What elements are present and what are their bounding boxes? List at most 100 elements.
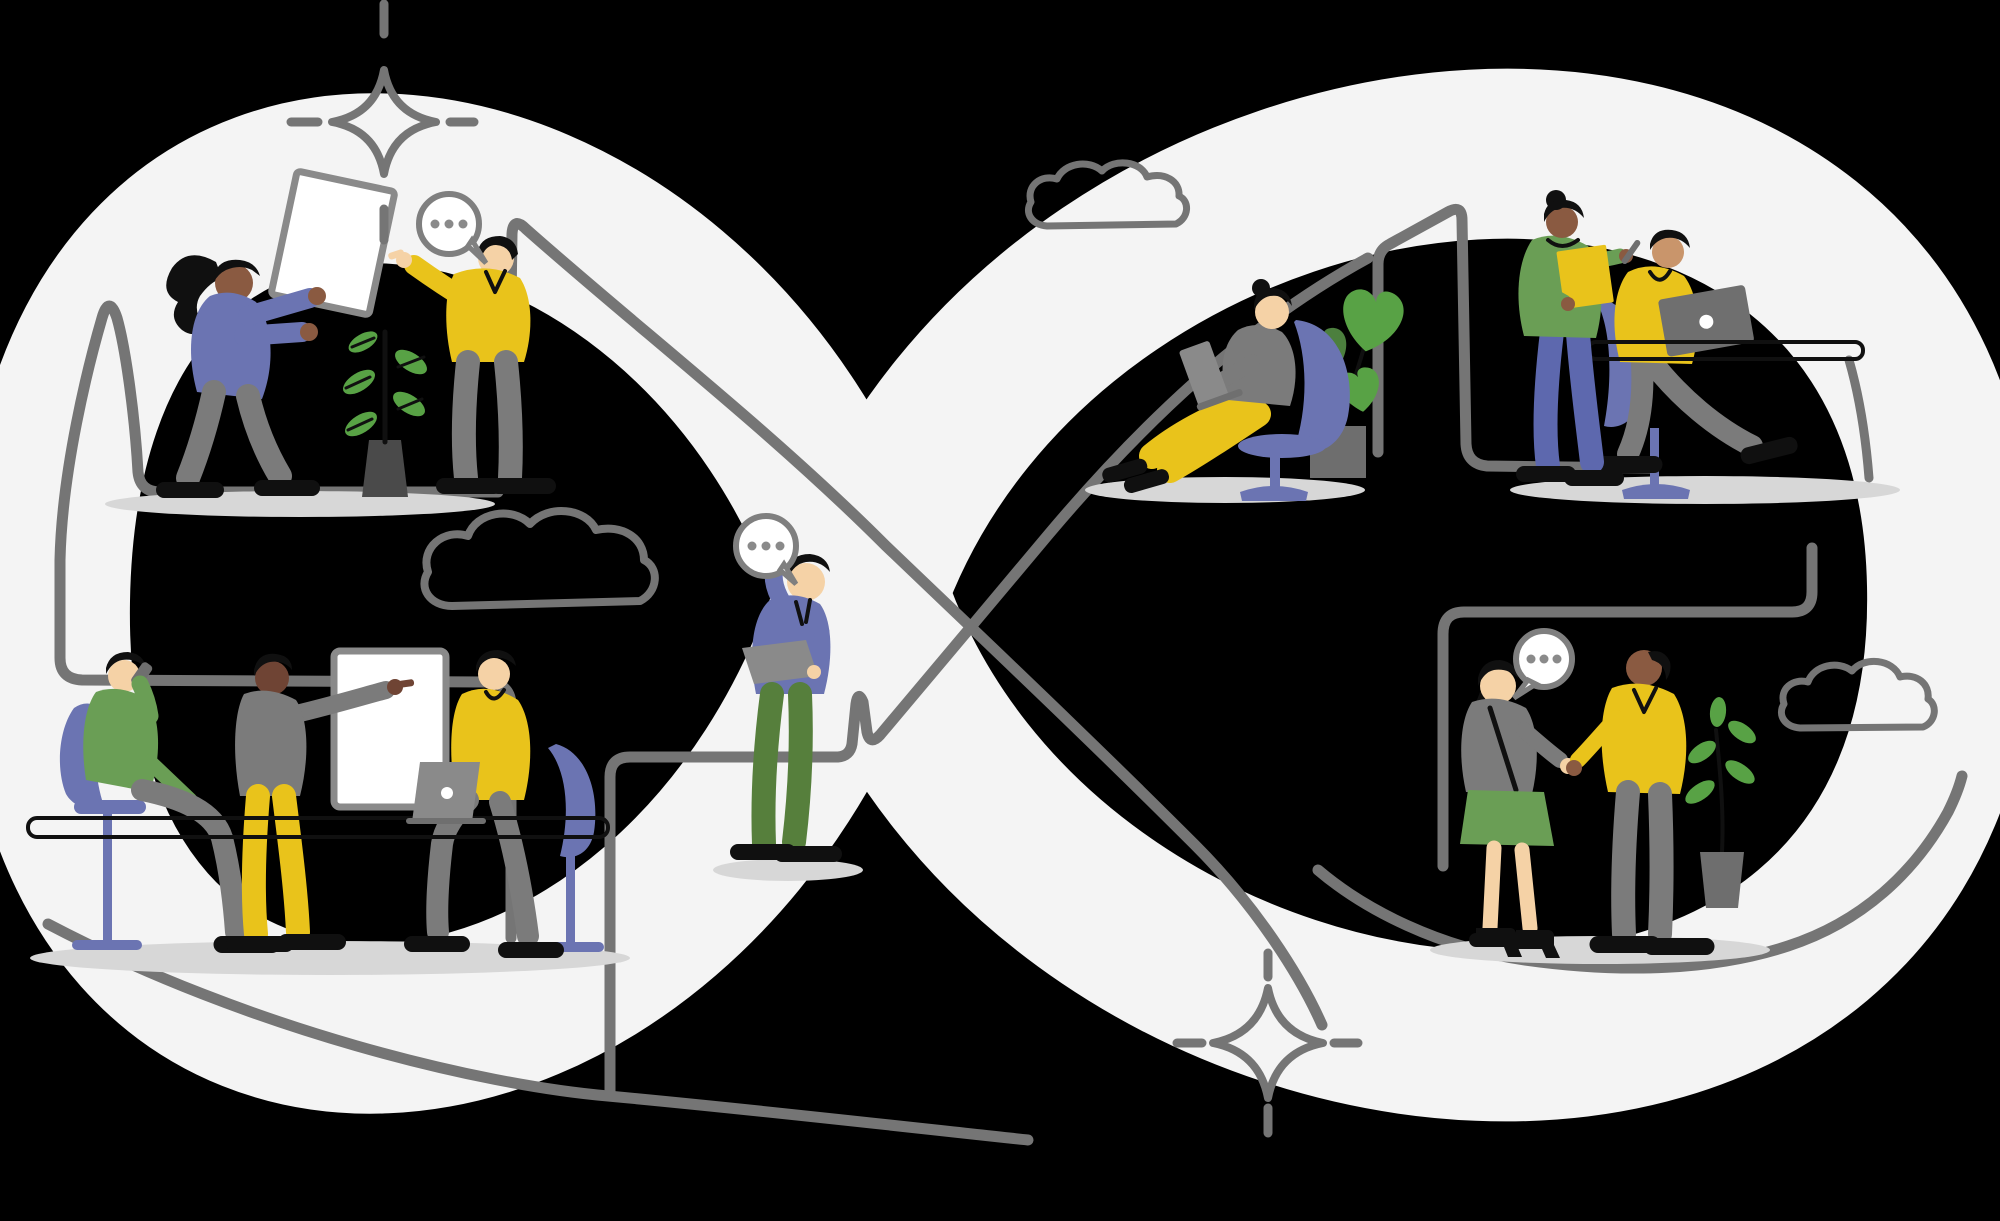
hand	[807, 665, 821, 679]
legs	[1482, 840, 1538, 936]
chair-back	[548, 744, 596, 858]
shoe	[1740, 436, 1798, 465]
boots	[1469, 927, 1560, 958]
hair-bun	[1252, 279, 1270, 297]
legs	[1617, 351, 1763, 465]
cloud-icon	[1024, 159, 1190, 230]
laptop-base	[1196, 389, 1243, 411]
laptop-base	[406, 818, 486, 824]
head	[255, 661, 289, 695]
torso	[235, 690, 307, 796]
torso	[1601, 683, 1687, 794]
sparkle-dashes	[286, 0, 479, 245]
shoes	[436, 478, 556, 494]
leaf-veins	[344, 336, 426, 432]
journey-line-pod-frame	[1437, 542, 1818, 872]
conference-table	[26, 816, 610, 839]
legs	[1611, 780, 1674, 946]
speech-bubble-icon	[416, 191, 489, 265]
plant-pot	[362, 440, 408, 497]
bubble-dot	[761, 541, 771, 551]
chair-seat	[74, 800, 146, 814]
person-in-lounge-chair	[1102, 279, 1296, 493]
journey-line-rail-zigzag	[604, 252, 1374, 1100]
journey-line-bottom-right-swoosh	[1312, 770, 1968, 974]
head	[787, 563, 825, 601]
journey-line-left-spike-floor	[54, 300, 517, 944]
cloud-icon	[1777, 657, 1938, 732]
scene-focus-work	[1085, 279, 1404, 503]
skirt	[1460, 790, 1554, 846]
laptop-screen	[1179, 341, 1229, 407]
infinity-ribbon	[0, 68, 2000, 1122]
collar	[484, 688, 506, 701]
laptop-icon	[406, 762, 486, 824]
head	[478, 240, 514, 276]
legs	[751, 682, 813, 856]
laptop-icon	[1179, 341, 1243, 411]
scene-board-review	[105, 168, 556, 517]
legs	[1533, 320, 1604, 478]
presenter	[226, 653, 415, 952]
leaf	[1725, 760, 1755, 784]
laptop-icon	[742, 640, 818, 684]
leaf	[1709, 697, 1727, 727]
leaf	[1688, 740, 1716, 764]
heart-leaf	[1343, 289, 1404, 352]
plant-stem	[1714, 728, 1725, 854]
clouds	[420, 159, 1938, 732]
leaf	[1728, 720, 1756, 744]
collar	[484, 269, 507, 294]
speech-bubble-tail	[464, 235, 489, 265]
sparkle-icon	[1172, 948, 1363, 1138]
hand	[1561, 297, 1575, 311]
shoes	[226, 934, 346, 952]
arm	[1570, 710, 1624, 768]
pointing-arm	[287, 681, 395, 723]
journey-line	[42, 203, 1968, 1146]
bubble-dot	[1539, 654, 1549, 664]
head	[1546, 206, 1578, 238]
hair	[1648, 651, 1671, 680]
poster-board	[268, 168, 398, 318]
collar	[794, 598, 812, 626]
torso	[83, 688, 159, 792]
shoe	[1123, 469, 1170, 493]
smartphone-icon	[1621, 239, 1641, 265]
chair-back	[1294, 320, 1350, 453]
sparkle-dashes	[1172, 948, 1363, 1138]
legs	[1139, 391, 1271, 483]
bubble-dot	[775, 541, 785, 551]
folder	[1556, 244, 1614, 309]
shoes	[730, 844, 842, 862]
bubble-dot	[458, 219, 468, 229]
speech-bubble-icon	[733, 513, 799, 586]
arms	[234, 288, 320, 346]
speech-bubble-tail	[776, 559, 799, 586]
hair	[1478, 660, 1518, 686]
hand	[1566, 760, 1582, 776]
laptop-logo	[1699, 314, 1714, 329]
shoes	[404, 936, 564, 958]
person-pointing	[388, 236, 556, 494]
speech-bubble-icon	[1512, 628, 1575, 701]
person-handshake-right	[1566, 650, 1715, 955]
person-holding-board	[156, 255, 326, 498]
head	[1480, 668, 1516, 704]
collar	[1546, 238, 1580, 248]
shoes	[1516, 466, 1624, 486]
arm	[806, 624, 830, 676]
hair	[106, 652, 146, 674]
chair-stem	[1270, 452, 1280, 496]
person-seated-at-desk	[1589, 229, 1798, 473]
torso	[446, 268, 531, 362]
floor-shadow	[713, 859, 863, 881]
shoes	[1102, 458, 1170, 493]
scene-team-meeting	[26, 647, 630, 975]
speech-bubble-tail	[1512, 676, 1542, 701]
plant-icon	[1685, 697, 1756, 908]
pointing-finger	[388, 249, 405, 260]
chair-base	[1622, 484, 1690, 499]
hair	[254, 653, 292, 676]
